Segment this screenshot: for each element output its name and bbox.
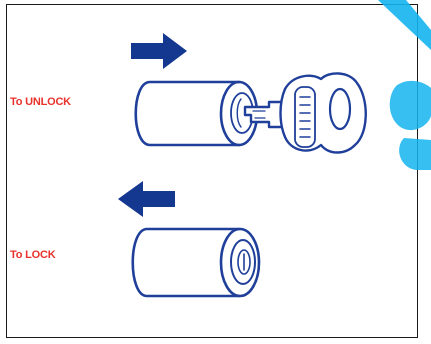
- watermark: [0, 0, 431, 344]
